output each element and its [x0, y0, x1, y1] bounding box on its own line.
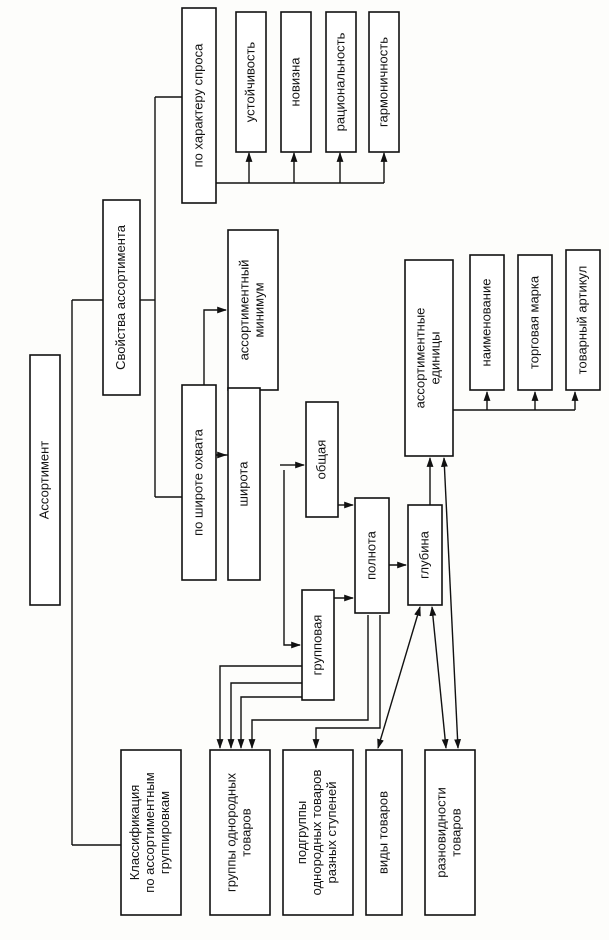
stability-label: устойчивость	[242, 42, 257, 123]
box-article: товарный артикул	[565, 249, 601, 391]
box-properties: Свойства ассортимента	[102, 199, 141, 396]
arrow-to-minimum	[203, 306, 227, 385]
by-coverage-label: по широте охвата	[190, 428, 205, 535]
box-rationality: рациональность	[325, 11, 357, 153]
breadth-label: широта	[235, 461, 250, 507]
depth-label: глубина	[416, 530, 431, 579]
arrow-group-to-homogeneous-2	[227, 682, 302, 749]
box-classification: Классификацияпо ассортиментнымгруппировк…	[120, 749, 182, 916]
box-name: наименование	[469, 254, 505, 391]
homogeneous-groups-label: группы однородныхтоваров	[224, 772, 254, 892]
arrow-group-to-homogeneous-1	[216, 665, 302, 749]
arrow-group-to-homogeneous-3	[237, 696, 302, 749]
varieties-label: разновидноститоваров	[434, 787, 464, 878]
box-stability: устойчивость	[235, 11, 267, 153]
connector-properties-branches	[154, 96, 182, 498]
box-subgroups: подгруппыоднородных товаровразных ступен…	[282, 749, 354, 916]
box-depth: глубина	[407, 504, 443, 606]
box-by-demand: по характеру спроса	[181, 7, 217, 204]
assortment-minimum-label: ассортиментныйминимум	[237, 260, 267, 361]
arrow-units-to-varieties	[440, 457, 462, 749]
box-total: общая	[305, 401, 339, 518]
subgroups-label: подгруппыоднородных товаровразных ступен…	[294, 770, 339, 896]
connectors	[45, 96, 579, 846]
arrow-completeness-to-homogeneous	[248, 615, 369, 749]
trademark-label: торговая марка	[526, 275, 541, 369]
name-label: наименование	[478, 279, 493, 367]
box-trademark: торговая марка	[517, 254, 553, 391]
box-product-types: виды товаров	[365, 749, 403, 916]
box-assortment-minimum: ассортиментныйминимум	[227, 229, 279, 391]
box-root: Ассортимент	[29, 354, 61, 606]
box-harmony: гармоничность	[368, 11, 400, 153]
total-label: общая	[313, 440, 328, 480]
box-novelty: новизна	[280, 11, 312, 153]
box-homogeneous-groups: группы однородныхтоваров	[209, 749, 271, 916]
arrow-depth-to-varieties	[429, 606, 449, 749]
box-varieties: разновидноститоваров	[424, 749, 476, 916]
product-types-label: виды товаров	[375, 791, 390, 874]
box-assortment-units: ассортиментныеединицы	[404, 259, 454, 457]
article-label: товарный артикул	[574, 266, 589, 375]
group-label: групповая	[309, 615, 324, 676]
root-label: Ассортимент	[36, 441, 51, 520]
arrow-to-group	[283, 470, 301, 649]
arrow-depth-to-types	[377, 606, 421, 749]
box-group: групповая	[301, 589, 335, 701]
box-by-coverage: по широте охвата	[181, 384, 217, 581]
novelty-label: новизна	[287, 57, 302, 107]
box-breadth: широта	[227, 387, 261, 581]
box-completeness: полнота	[354, 497, 390, 614]
classification-label: Классификацияпо ассортиментнымгруппировк…	[127, 772, 172, 892]
rationality-label: рациональность	[332, 32, 347, 131]
harmony-label: гармоничность	[375, 37, 390, 127]
by-demand-label: по характеру спроса	[190, 43, 205, 167]
properties-label: Свойства ассортимента	[113, 224, 128, 370]
completeness-label: полнота	[363, 530, 378, 580]
assortment-units-label: ассортиментныеединицы	[413, 308, 443, 409]
